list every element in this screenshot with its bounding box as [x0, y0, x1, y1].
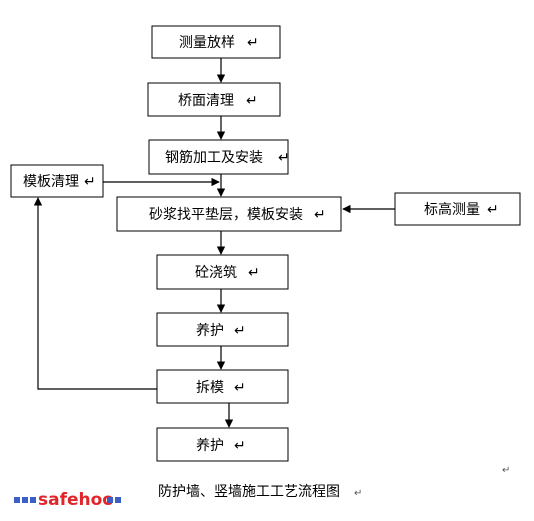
step-form-removal: 拆模 ↵ [156, 369, 289, 404]
diagram-caption: 防护墙、竖墙施工工艺流程图 [158, 484, 340, 500]
step-form-removal-label: 拆模 [196, 380, 224, 396]
svg-text:↵: ↵ [314, 207, 326, 223]
svg-text:↵: ↵ [487, 202, 499, 218]
step-concrete-pour-label: 砼浇筑 [195, 265, 237, 281]
step-mortar-formwork: 砂浆找平垫层，模板安装 ↵ [116, 196, 342, 232]
svg-text:↵: ↵ [246, 93, 258, 109]
step-deck-cleaning: 桥面清理 ↵ [147, 82, 281, 117]
svg-text:↵: ↵ [234, 438, 246, 454]
step-survey-layout: 测量放样 ↵ [151, 25, 281, 59]
step-curing-1: 养护 ↵ [156, 312, 289, 347]
svg-text:↵: ↵ [502, 465, 510, 476]
svg-text:↵: ↵ [84, 174, 96, 190]
side-elevation-survey-label: 标高测量 [424, 201, 480, 218]
safehoo-watermark-logo: safehoo [14, 490, 121, 510]
step-curing-2-label: 养护 [196, 438, 224, 454]
step-mortar-formwork-label: 砂浆找平垫层，模板安装 [149, 207, 303, 223]
side-elevation-survey: 标高测量 ↵ [394, 192, 521, 226]
step-deck-cleaning-label: 桥面清理 [178, 93, 234, 109]
svg-text:↵: ↵ [234, 380, 246, 396]
step-rebar-label: 钢筋加工及安装 [165, 149, 263, 166]
step-concrete-pour: 砼浇筑 ↵ [156, 254, 289, 290]
step-rebar: 钢筋加工及安装 ↵ [148, 139, 290, 175]
svg-text:↵: ↵ [278, 150, 290, 166]
svg-text:↵: ↵ [247, 35, 259, 51]
svg-text:↵: ↵ [248, 265, 260, 281]
side-formwork-cleaning-label: 模板清理 [23, 174, 79, 190]
step-curing-2: 养护 ↵ [156, 427, 289, 462]
step-survey-layout-label: 测量放样 [179, 35, 235, 51]
step-curing-1-label: 养护 [196, 323, 224, 339]
side-formwork-cleaning: 模板清理 ↵ [10, 164, 104, 198]
edge-removal-to-cleaning [33, 197, 157, 390]
svg-text:↵: ↵ [354, 488, 362, 499]
svg-text:safehoo: safehoo [38, 490, 114, 510]
svg-text:↵: ↵ [234, 323, 246, 339]
